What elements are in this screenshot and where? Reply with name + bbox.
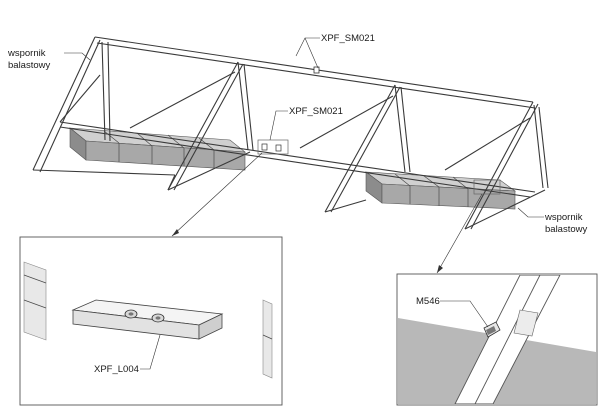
connector-profile	[71, 299, 224, 340]
label-support-right: wspornik balastowy	[517, 207, 587, 235]
svg-text:XPF_SM021: XPF_SM021	[321, 33, 375, 44]
leader-detail-left	[171, 152, 263, 237]
left-supports	[32, 36, 254, 191]
detail-box-right: M546	[396, 273, 598, 406]
leader-detail-right	[436, 193, 483, 274]
label-support-left: wspornik balastowy	[7, 48, 91, 71]
svg-text:wspornik: wspornik	[7, 48, 46, 59]
svg-text:balastowy: balastowy	[8, 60, 50, 71]
detail-highlight-box	[257, 139, 289, 155]
detail-highlight-box-right	[473, 179, 501, 195]
label-part-mid: XPF_SM021	[269, 106, 343, 141]
ballast-blocks-left	[69, 127, 246, 171]
svg-text:balastowy: balastowy	[545, 224, 587, 235]
rail-connector-top	[313, 66, 320, 74]
svg-text:XPF_L004: XPF_L004	[94, 364, 139, 375]
bolt-m546	[483, 321, 501, 338]
svg-text:XPF_SM021: XPF_SM021	[289, 106, 343, 117]
svg-text:wspornik: wspornik	[544, 212, 583, 223]
label-part-top: XPF_SM021	[295, 33, 375, 69]
detail-box-left: XPF_L004	[19, 236, 283, 406]
right-supports	[299, 84, 549, 230]
svg-text:M546: M546	[416, 296, 440, 307]
main-assembly	[32, 36, 549, 230]
